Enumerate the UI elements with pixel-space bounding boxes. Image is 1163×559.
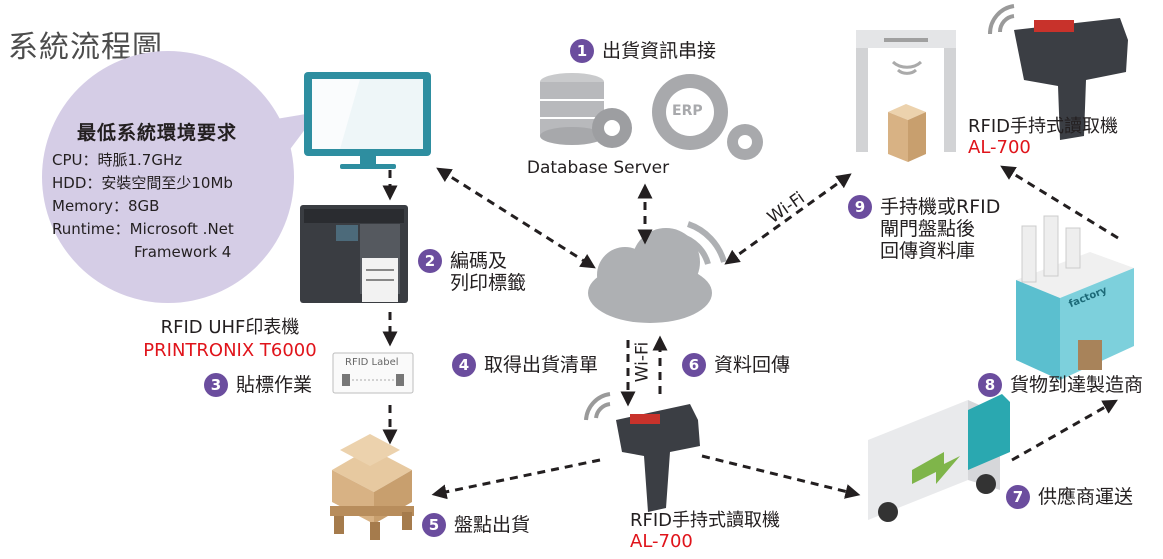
step-1: 1 出貨資訊串接 xyxy=(570,39,717,63)
rfid-label-icon xyxy=(332,352,414,394)
printer-label: RFID UHF印表機 PRINTRONIX T6000 xyxy=(120,316,340,362)
arrow-cloud-gate xyxy=(724,173,852,265)
step-text: 編碼及 列印標籤 xyxy=(450,250,527,294)
step-badge: 1 xyxy=(570,39,594,63)
handheld-top-name: RFID手持式讀取機 xyxy=(968,116,1119,137)
requirements-text: 最低系統環境要求 CPU：時脈1.7GHz HDD：安裝空間至少10Mb Mem… xyxy=(52,122,312,264)
step-badge: 2 xyxy=(418,249,442,273)
handheld-reader-center-icon xyxy=(584,392,700,512)
rfid-gate-icon xyxy=(856,30,956,162)
cloud-icon xyxy=(588,221,727,323)
database-server-label: Database Server xyxy=(526,158,670,178)
step-badge: 7 xyxy=(1006,485,1030,509)
step-text: 貼標作業 xyxy=(236,374,313,396)
requirement-memory: Memory：8GB xyxy=(52,197,160,215)
requirement-runtime: Runtime：Microsoft .Net xyxy=(52,220,234,238)
step-badge: 3 xyxy=(204,373,228,397)
boxes-pallet-icon xyxy=(330,434,414,540)
requirement-hdd: HDD：安裝空間至少10Mb xyxy=(52,174,233,192)
handheld-top-model: AL-700 xyxy=(968,137,1031,158)
handheld-top-label: RFID手持式讀取機 AL-700 xyxy=(968,116,1163,158)
handheld-center-model: AL-700 xyxy=(630,531,693,552)
requirement-framework: Framework 4 xyxy=(134,243,232,261)
step-badge: 9 xyxy=(848,195,872,219)
step-text: 出貨資訊串接 xyxy=(602,40,717,62)
step-text: 手持機或RFID 閘門盤點後 回傳資料庫 xyxy=(880,196,1001,262)
step-7: 7 供應商運送 xyxy=(1006,485,1134,509)
handheld-center-label: RFID手持式讀取機 AL-700 xyxy=(630,510,830,552)
arrow-monitor-cloud xyxy=(436,167,596,269)
arrow-truck-factory xyxy=(1011,399,1118,462)
handheld-center-name: RFID手持式讀取機 xyxy=(630,510,781,531)
step-badge: 8 xyxy=(978,373,1002,397)
wifi-label-handheld: Wi-Fi xyxy=(632,341,653,383)
database-server-icon xyxy=(540,73,632,148)
step-text: 供應商運送 xyxy=(1038,486,1134,508)
step-3: 3 貼標作業 xyxy=(204,373,313,397)
requirement-cpu: CPU：時脈1.7GHz xyxy=(52,151,183,169)
step-6: 6 資料回傳 xyxy=(682,353,791,377)
handheld-reader-top-icon xyxy=(987,4,1128,140)
step-text: 盤點出貨 xyxy=(454,514,531,536)
monitor-icon xyxy=(304,72,431,169)
arrow-handheld-boxes xyxy=(431,458,601,500)
step-text: 取得出貨清單 xyxy=(484,354,599,376)
printer-icon xyxy=(300,205,408,303)
step-4: 4 取得出貨清單 xyxy=(452,353,599,377)
printer-model: PRINTRONIX T6000 xyxy=(143,340,317,361)
erp-label: ERP xyxy=(672,103,703,119)
erp-gear-icon xyxy=(652,74,763,160)
requirements-heading: 最低系統環境要求 xyxy=(77,122,238,144)
step-2: 2 編碼及 列印標籤 xyxy=(418,249,527,294)
step-8: 8 貨物到達製造商 xyxy=(978,373,1144,397)
arrow-handheld-truck xyxy=(701,454,861,499)
step-text: 資料回傳 xyxy=(714,354,791,376)
step-9: 9 手持機或RFID 閘門盤點後 回傳資料庫 xyxy=(848,195,1001,262)
truck-icon xyxy=(868,394,1010,522)
printer-name: RFID UHF印表機 xyxy=(160,317,300,338)
flow-arrows xyxy=(382,165,1119,500)
step-badge: 5 xyxy=(422,513,446,537)
arrow-factory-gate xyxy=(1000,165,1119,240)
rfid-label-text: RFID Label xyxy=(345,357,399,368)
factory-icon xyxy=(1016,215,1134,380)
step-badge: 6 xyxy=(682,353,706,377)
step-badge: 4 xyxy=(452,353,476,377)
step-text: 貨物到達製造商 xyxy=(1010,374,1144,396)
step-5: 5 盤點出貨 xyxy=(422,513,531,537)
